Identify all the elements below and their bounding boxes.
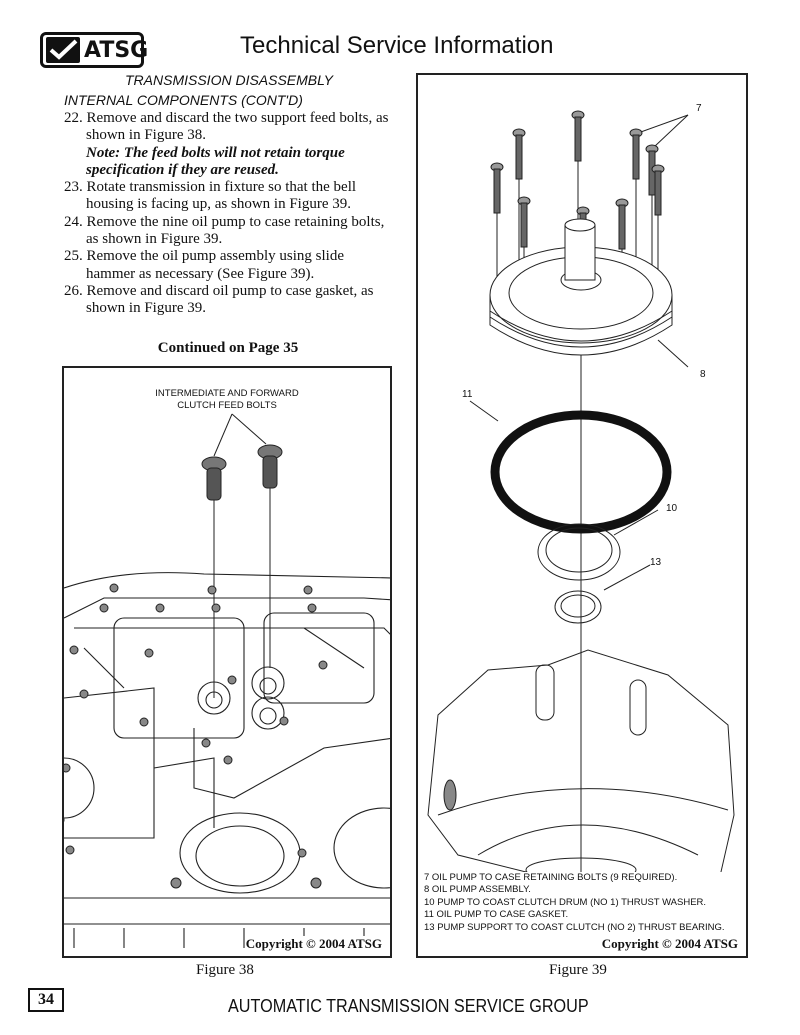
callout-10: 10 (666, 503, 678, 514)
step-22: 22. Remove and discard the two support f… (64, 110, 389, 144)
page-title: Technical Service Information (240, 32, 554, 59)
oil-pump-assembly (489, 218, 673, 356)
procedure-steps: 22. Remove and discard the two support f… (64, 110, 394, 318)
section-heading: TRANSMISSION DISASSEMBLY (125, 72, 333, 88)
legend-item: 13 PUMP SUPPORT TO COAST CLUTCH (NO 2) T… (424, 921, 725, 933)
thrust-bearing (554, 590, 602, 624)
section-subheading: INTERNAL COMPONENTS (CONT'D) (64, 92, 303, 108)
feed-bolts-label-line2: CLUTCH FEED BOLTS (177, 400, 277, 411)
step-26: 26. Remove and discard oil pump to case … (64, 282, 374, 317)
legend-item: 7 OIL PUMP TO CASE RETAINING BOLTS (9 RE… (424, 871, 678, 883)
step-24: 24. Remove the nine oil pump to case ret… (64, 213, 385, 248)
oil-pump-exploded-illustration (427, 110, 735, 896)
feed-bolts-label-line1: INTERMEDIATE AND FORWARD (155, 388, 299, 399)
figure-38: INTERMEDIATE AND FORWARD CLUTCH FEED BOL… (62, 366, 392, 958)
figure-38-caption: Figure 38 (196, 962, 254, 978)
legend-item: 8 OIL PUMP ASSEMBLY. (424, 884, 531, 896)
logo-text: ATSG (84, 37, 149, 63)
atsg-logo: ATSG (40, 32, 148, 68)
figure-39: 7 8 11 10 13 7 OIL PUMP TO CASE RETAININ… (416, 73, 748, 958)
pump-gasket (490, 410, 672, 534)
page-number: 34 (28, 988, 64, 1012)
footer-organization: AUTOMATIC TRANSMISSION SERVICE GROUP (228, 996, 589, 1016)
continued-note: Continued on Page 35 (157, 340, 299, 356)
feed-bolt-right (257, 444, 283, 489)
figure-38-copyright: Copyright © 2004 ATSG (245, 936, 382, 952)
callout-8: 8 (700, 369, 706, 380)
valve-body-illustration (64, 413, 390, 948)
checkmark-icon (46, 37, 80, 63)
step-23: 23. Rotate transmission in fixture so th… (64, 179, 357, 213)
callout-13: 13 (650, 557, 662, 568)
callout-11: 11 (462, 389, 473, 400)
figure-39-caption: Figure 39 (549, 962, 607, 978)
feed-bolt-left (201, 456, 227, 501)
parts-legend: 7 OIL PUMP TO CASE RETAINING BOLTS (9 RE… (424, 871, 725, 934)
callout-7: 7 (696, 103, 702, 114)
legend-item: 10 PUMP TO COAST CLUTCH DRUM (NO 1) THRU… (424, 896, 707, 908)
figure-39-copyright: Copyright © 2004 ATSG (601, 936, 738, 952)
step-25: 25. Remove the oil pump assembly using s… (64, 248, 344, 282)
legend-item: 11 OIL PUMP TO CASE GASKET. (424, 909, 569, 921)
step-22-note: Note: The feed bolts will not retain tor… (86, 144, 345, 178)
thrust-washer (537, 523, 621, 581)
feed-bolts-label: INTERMEDIATE AND FORWARD CLUTCH FEED BOL… (64, 388, 390, 412)
